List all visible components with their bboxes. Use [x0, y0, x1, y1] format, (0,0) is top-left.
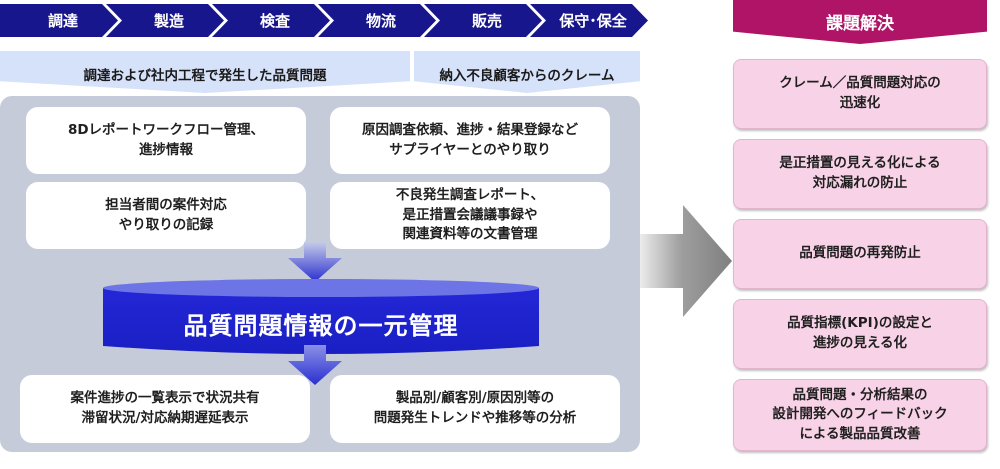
- solution-item-design-feedback: 品質問題・分析結果の 設計開発へのフィードバック による製品品質改善: [733, 379, 987, 451]
- input-card-8d-workflow: 8Dレポートワークフロー管理、 進捗情報: [26, 107, 306, 174]
- process-step-label: 販売: [471, 12, 502, 30]
- process-step-label: 物流: [365, 12, 396, 30]
- source-banner-customer: 納入不良顧客からのクレーム: [414, 51, 640, 93]
- process-step-logistics: 物流: [318, 4, 436, 37]
- process-step-procurement: 調達: [0, 4, 118, 37]
- process-step-manufacturing: 製造: [106, 4, 224, 37]
- process-step-inspection: 検査: [212, 4, 330, 37]
- source-label: 調達および社内工程で発生した品質問題: [83, 68, 327, 84]
- solution-item-recurrence-prevention: 品質問題の再発防止: [733, 219, 987, 289]
- process-step-label: 保守･保全: [559, 12, 627, 30]
- central-hub-label: 品質問題情報の一元管理: [183, 311, 459, 340]
- down-arrow-icon: [288, 345, 342, 385]
- solutions-title-label: 課題解決: [826, 14, 894, 34]
- process-step-label: 検査: [259, 12, 290, 30]
- output-card-progress-display: 案件進捗の一覧表示で状況共有 滞留状況/対応納期遅延表示: [20, 375, 310, 443]
- down-arrow-icon: [288, 242, 342, 282]
- solution-item-faster-response: クレーム／品質問題対応の 迅速化: [733, 59, 987, 129]
- input-card-document-management: 不良発生調査レポート、 是正措置会議議事録や 関連資料等の文書管理: [330, 182, 610, 249]
- solutions-title: 課題解決: [733, 0, 987, 44]
- output-card-trend-analysis: 製品別/顧客別/原因別等の 問題発生トレンドや推移等の分析: [330, 375, 620, 443]
- source-banner-internal: 調達および社内工程で発生した品質問題: [0, 51, 410, 93]
- input-card-supplier-exchange: 原因調査依頼、進捗・結果登録など サプライヤーとのやり取り: [330, 107, 610, 174]
- process-step-label: 調達: [47, 12, 78, 30]
- process-step-maintenance: 保守･保全: [530, 4, 648, 37]
- process-step-label: 製造: [153, 12, 184, 30]
- solution-item-corrective-action-visibility: 是正措置の見える化による 対応漏れの防止: [733, 139, 987, 209]
- solution-item-kpi: 品質指標(KPI)の設定と 進捗の見える化: [733, 299, 987, 369]
- central-hub-drum: [103, 279, 539, 354]
- process-step-sales: 販売: [424, 4, 542, 37]
- input-card-communication-log: 担当者間の案件対応 やり取りの記録: [26, 182, 306, 249]
- right-arrow-icon: [640, 205, 732, 317]
- source-label: 納入不良顧客からのクレーム: [439, 68, 615, 84]
